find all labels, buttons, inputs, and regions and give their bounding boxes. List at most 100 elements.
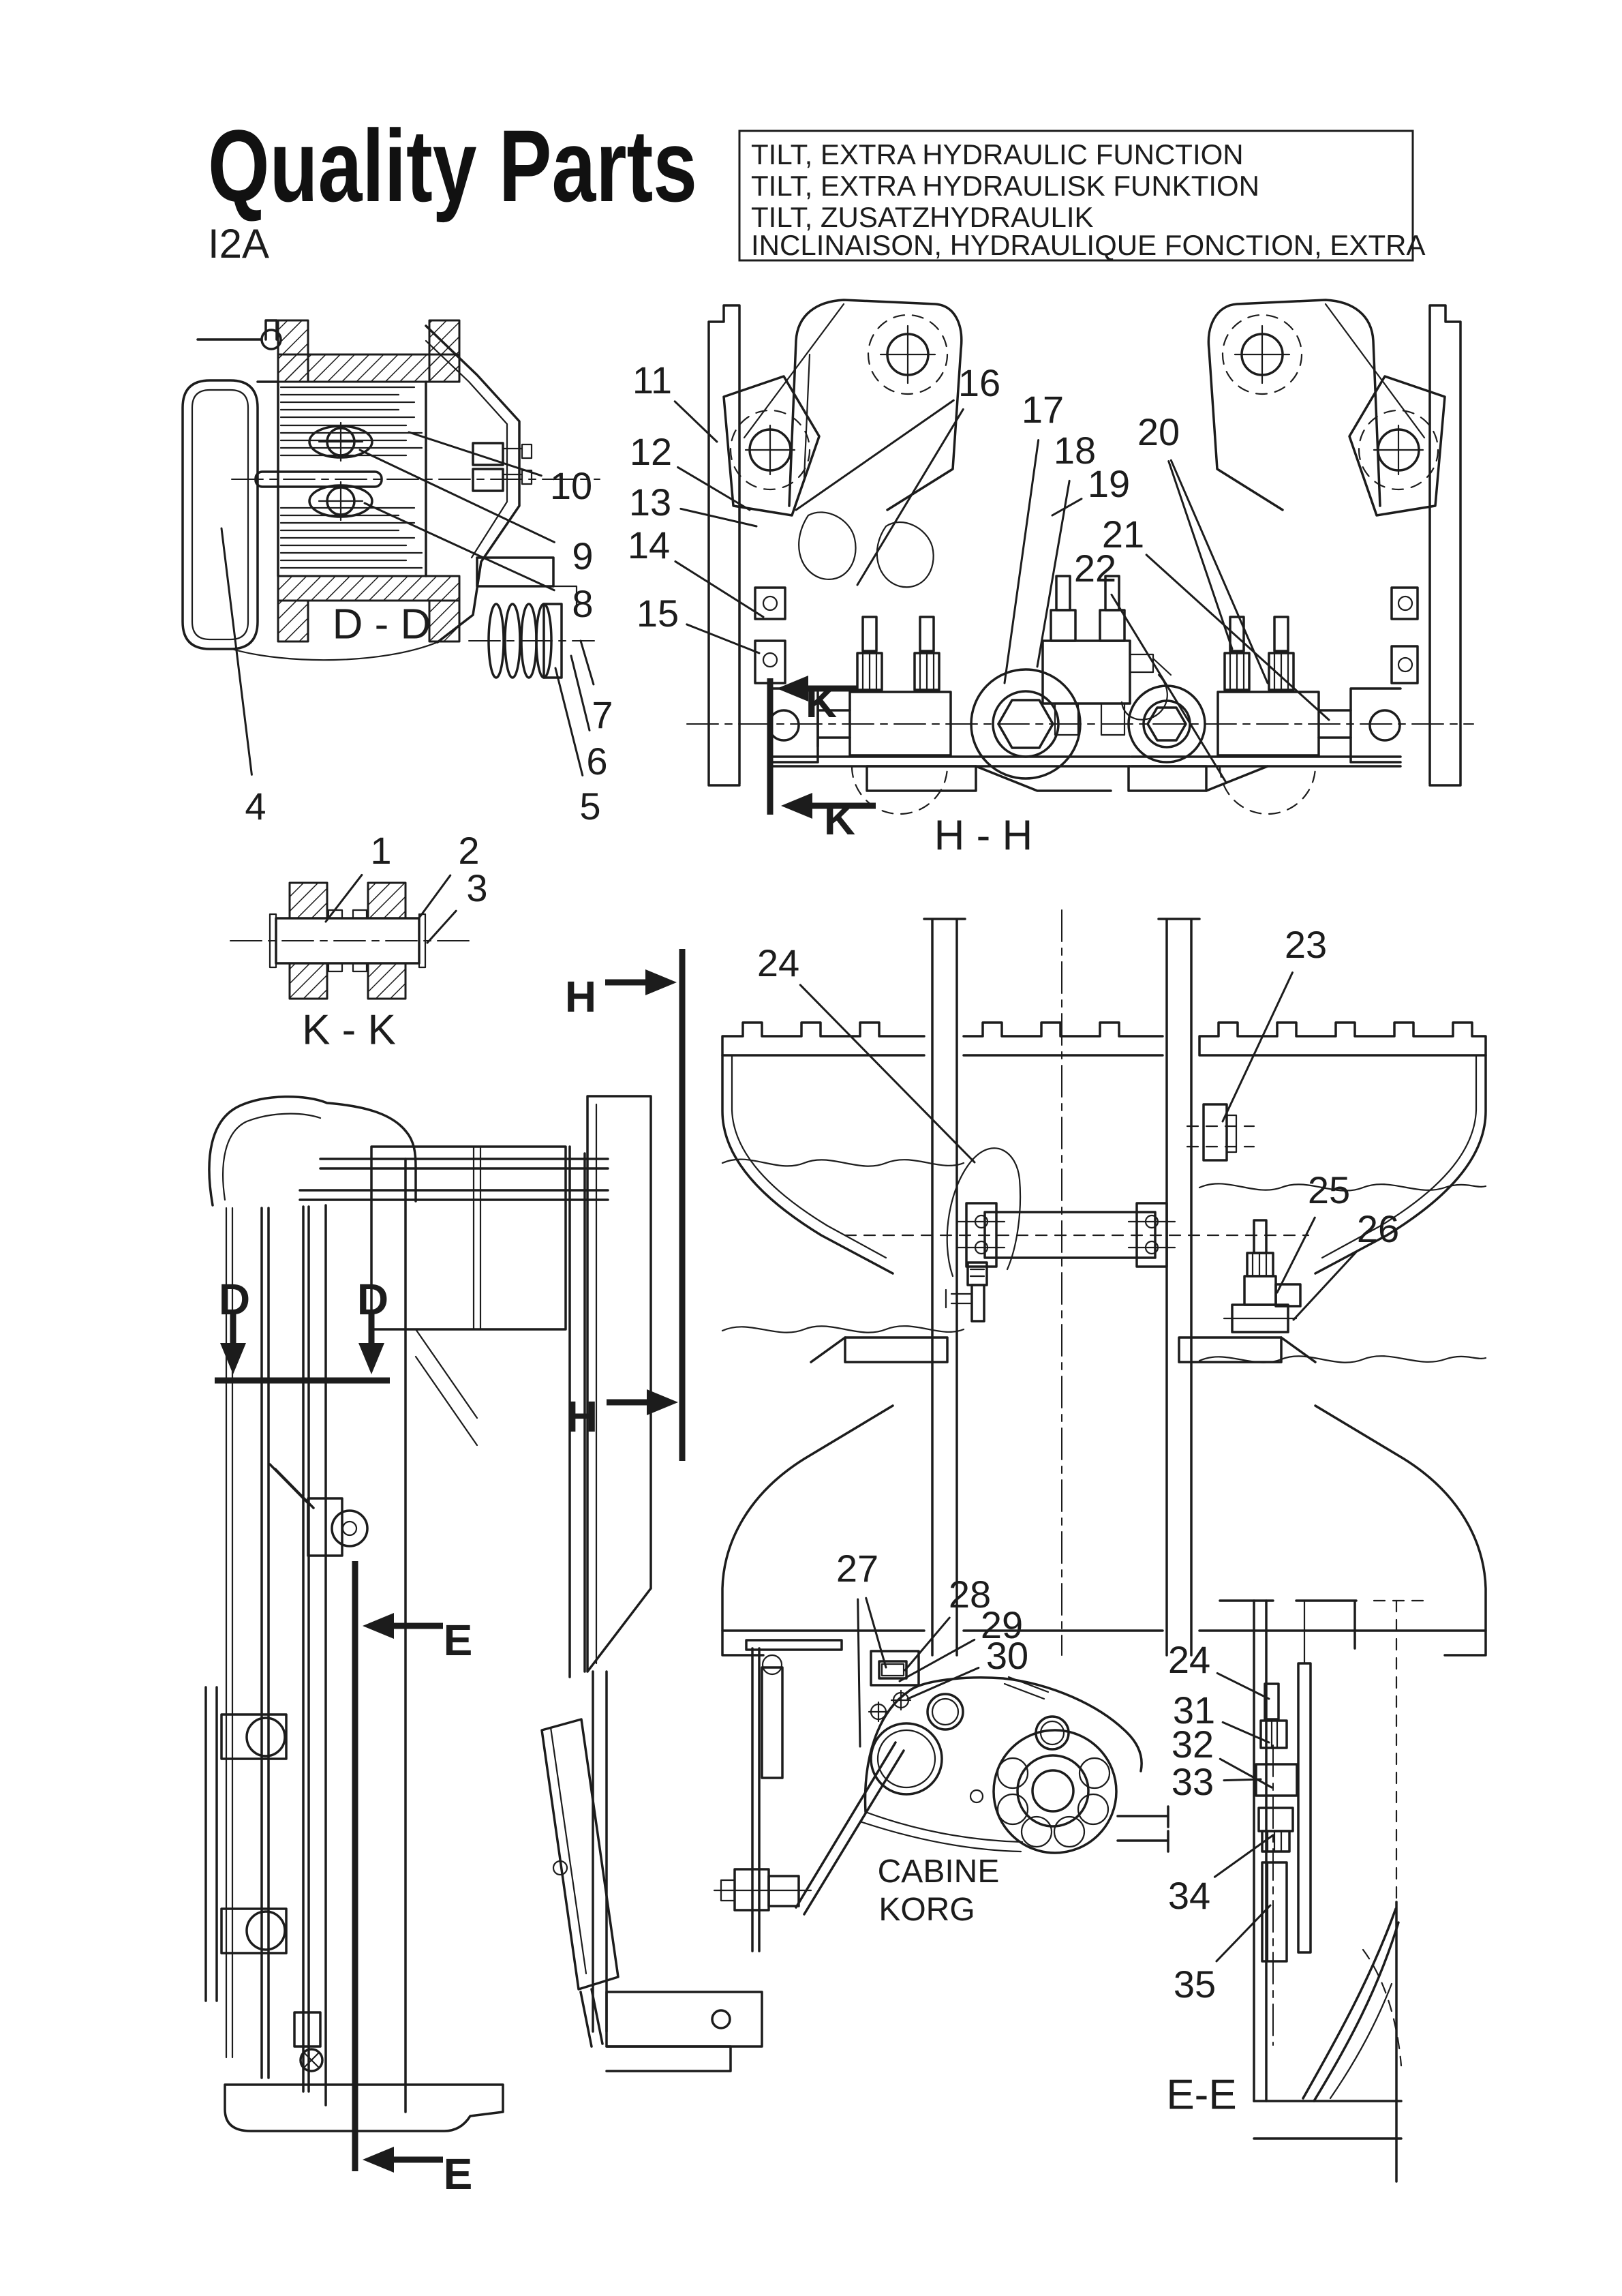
leader-line-6 bbox=[570, 654, 591, 731]
leader-line-25 bbox=[1276, 1216, 1316, 1294]
view-right-bracket bbox=[1127, 299, 1462, 815]
leader-line-12 bbox=[677, 466, 751, 511]
title-line-fr: INCLINAISON, HYDRAULIQUE FONCTION, EXTRA bbox=[751, 229, 1425, 261]
cut-arrow-head-K bbox=[781, 793, 812, 819]
leader-line-23 bbox=[1221, 971, 1294, 1123]
leader-line-18 bbox=[1036, 479, 1071, 668]
leader-line-13 bbox=[679, 507, 758, 528]
leader-line-9 bbox=[358, 449, 555, 543]
callout-2: 2 bbox=[458, 829, 479, 872]
callout-21: 21 bbox=[1102, 513, 1144, 556]
leader-lines bbox=[220, 399, 1358, 1963]
cut-letter-E: E bbox=[444, 2149, 473, 2199]
leader-line-10 bbox=[408, 431, 542, 477]
callout-31: 31 bbox=[1173, 1689, 1215, 1732]
callout-32: 32 bbox=[1172, 1723, 1214, 1766]
callout-10: 10 bbox=[550, 464, 592, 507]
caption-korg: KORG bbox=[878, 1892, 975, 1928]
label-section-d-d: D - D bbox=[333, 601, 431, 648]
callout-26: 26 bbox=[1357, 1207, 1399, 1250]
callout-5: 5 bbox=[579, 785, 600, 828]
leader-line-8 bbox=[363, 502, 555, 592]
leader-line-14 bbox=[674, 560, 765, 618]
callout-23: 23 bbox=[1285, 923, 1327, 966]
cut-letter-K: K bbox=[806, 678, 837, 727]
leader-line-26 bbox=[1292, 1250, 1358, 1321]
callout-28: 28 bbox=[949, 1573, 991, 1616]
leader-line-28 bbox=[904, 1616, 951, 1672]
callout-34: 34 bbox=[1168, 1874, 1210, 1917]
cut-letter-K: K bbox=[824, 795, 855, 844]
cut-letter-D: D bbox=[357, 1275, 388, 1324]
cut-arrow-head-D bbox=[220, 1343, 246, 1374]
label-section-e-e: E-E bbox=[1166, 2072, 1236, 2119]
callout-18: 18 bbox=[1054, 429, 1096, 472]
leader-line-34 bbox=[1213, 1834, 1274, 1878]
leader-line-5 bbox=[554, 667, 584, 776]
caption-cabine: CABINE bbox=[878, 1854, 1000, 1890]
cut-arrow-head-E bbox=[363, 1613, 394, 1639]
cut-marks: K K H H D D E E bbox=[219, 676, 876, 2199]
leader-line-22 bbox=[1110, 593, 1227, 783]
callout-20: 20 bbox=[1137, 410, 1180, 453]
title-line-en: TILT, EXTRA HYDRAULIC FUNCTION bbox=[751, 138, 1244, 170]
leader-line-3 bbox=[426, 909, 457, 944]
cut-arrow-head-D bbox=[358, 1343, 384, 1374]
leader-line-2 bbox=[418, 874, 452, 918]
callout-17: 17 bbox=[1022, 388, 1064, 431]
title-line-sv: TILT, EXTRA HYDRAULISK FUNKTION bbox=[751, 170, 1259, 202]
callout-11: 11 bbox=[632, 359, 672, 402]
leader-line-31 bbox=[1221, 1721, 1270, 1744]
cut-letter-H: H bbox=[565, 972, 596, 1021]
callout-15: 15 bbox=[637, 592, 679, 635]
cut-arrow-head-H bbox=[647, 1389, 678, 1415]
cut-letter-E: E bbox=[444, 1616, 473, 1665]
leader-line-24 bbox=[1216, 1672, 1270, 1700]
view-cab-bracket bbox=[713, 1639, 1169, 1952]
leader-line-27 bbox=[857, 1598, 861, 1748]
callout-12: 12 bbox=[630, 430, 672, 473]
view-section-d-d bbox=[181, 319, 600, 679]
callout-24: 24 bbox=[1168, 1638, 1210, 1681]
leader-line-16 bbox=[856, 408, 964, 586]
view-frame-front bbox=[721, 909, 1487, 1657]
leader-line-27 bbox=[865, 1597, 887, 1669]
callout-30: 30 bbox=[986, 1634, 1028, 1677]
callout-1: 1 bbox=[370, 829, 391, 872]
view-section-e-e bbox=[1219, 1599, 1427, 2183]
callout-35: 35 bbox=[1174, 1963, 1216, 2006]
callout-22: 22 bbox=[1074, 547, 1116, 590]
leader-line-24 bbox=[799, 984, 976, 1164]
callout-27: 27 bbox=[836, 1547, 878, 1590]
callout-14: 14 bbox=[628, 524, 670, 567]
callout-4: 4 bbox=[245, 785, 266, 828]
callout-13: 13 bbox=[629, 481, 671, 524]
cut-arrow-head-E bbox=[363, 2147, 394, 2173]
page-title: Quality Parts bbox=[208, 108, 697, 223]
cut-arrow-head-H bbox=[645, 969, 677, 995]
leader-line-20 bbox=[1169, 459, 1269, 684]
leader-line-29 bbox=[898, 1638, 976, 1682]
leader-line-17 bbox=[1003, 439, 1040, 684]
leader-line-7 bbox=[579, 639, 595, 686]
leader-line-33 bbox=[1223, 1778, 1262, 1782]
model-code: I2A bbox=[208, 221, 269, 267]
view-section-k-k bbox=[230, 881, 472, 1000]
leader-line-32 bbox=[1219, 1757, 1273, 1789]
cut-letter-H: H bbox=[566, 1392, 598, 1441]
leader-line-16 bbox=[795, 399, 955, 511]
cut-arrow-head-K bbox=[777, 676, 808, 701]
title-block: TILT, EXTRA HYDRAULIC FUNCTION TILT, EXT… bbox=[738, 130, 1425, 262]
section-cut-lines bbox=[215, 678, 774, 2171]
label-section-h-h: H - H bbox=[934, 813, 1033, 860]
callout-6: 6 bbox=[586, 740, 607, 783]
leader-line-15 bbox=[686, 623, 761, 654]
leader-line-11 bbox=[673, 400, 718, 443]
cut-letter-D: D bbox=[219, 1275, 250, 1324]
callout-19: 19 bbox=[1088, 462, 1130, 505]
callout-16: 16 bbox=[958, 361, 1000, 404]
leader-line-1 bbox=[324, 873, 363, 923]
label-section-k-k: K - K bbox=[302, 1007, 396, 1054]
callout-24: 24 bbox=[757, 941, 799, 984]
